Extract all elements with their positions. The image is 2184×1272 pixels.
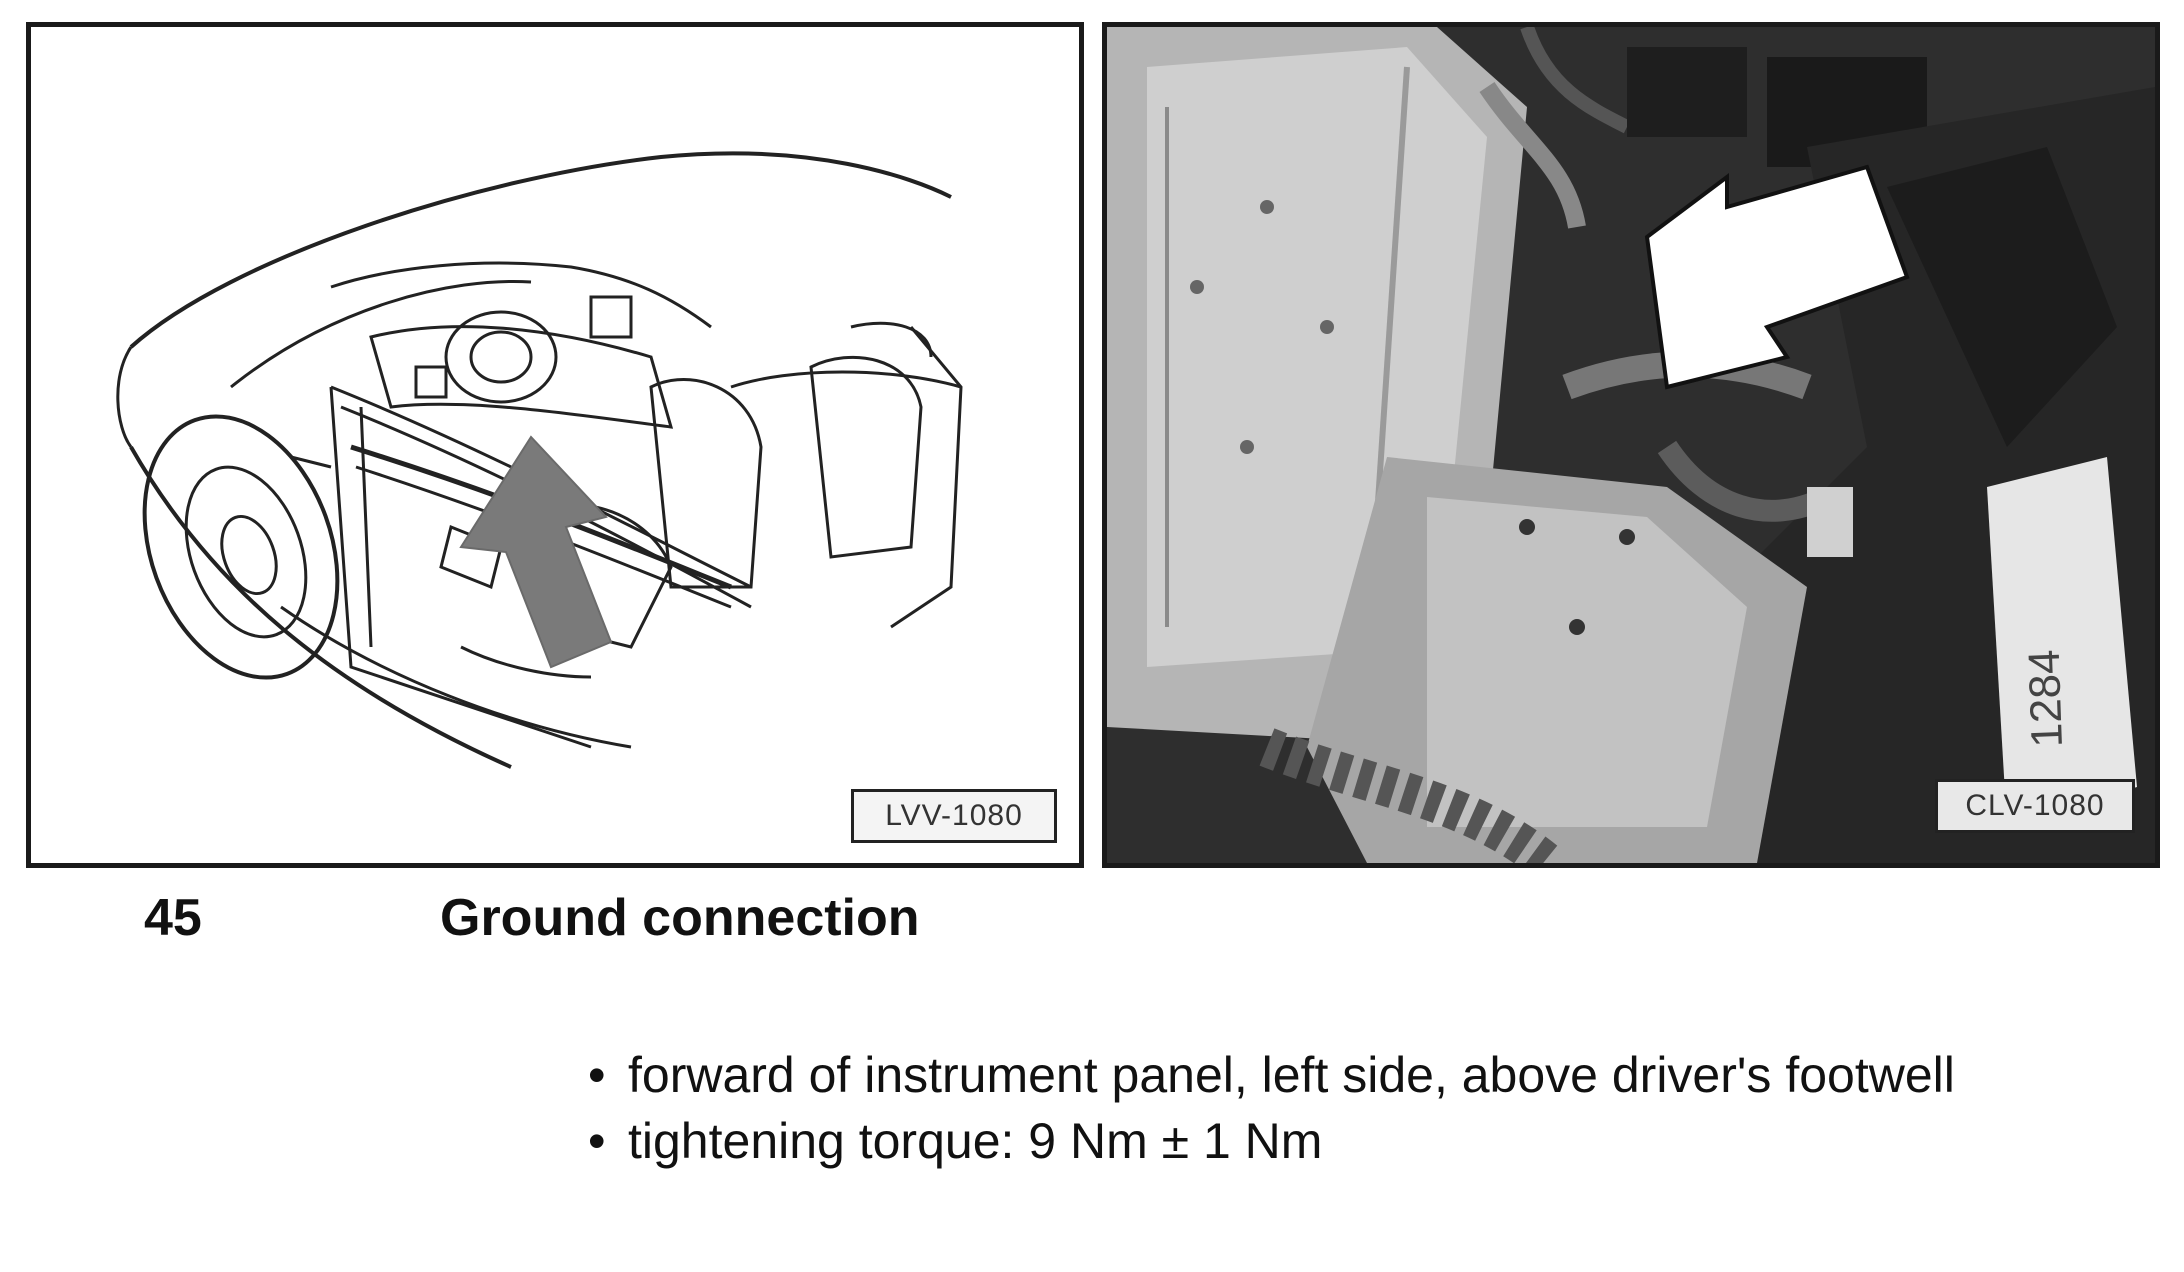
item-number: 45	[144, 889, 202, 947]
car-interior-drawing	[116, 151, 963, 769]
figure-code-label: LVV-1080	[851, 789, 1057, 843]
pointer-arrow	[1644, 164, 1910, 390]
figure-code-label: CLV-1080	[1935, 779, 2135, 833]
ground-connection-photo: 1284	[1107, 27, 2155, 863]
item-title: Ground connection	[440, 889, 920, 947]
figure-left-drawing: LVV-1080	[26, 22, 1084, 868]
figure-right-photo: 1284 CLV-1080	[1102, 22, 2160, 868]
sticker-text: 1284	[2020, 649, 2072, 749]
bullet-list: forward of instrument panel, left side, …	[588, 1042, 1988, 1174]
pointer-arrow	[459, 435, 613, 669]
bullet-item: tightening torque: 9 Nm ± 1 Nm	[588, 1108, 1988, 1174]
bullet-item: forward of instrument panel, left side, …	[588, 1042, 1988, 1108]
